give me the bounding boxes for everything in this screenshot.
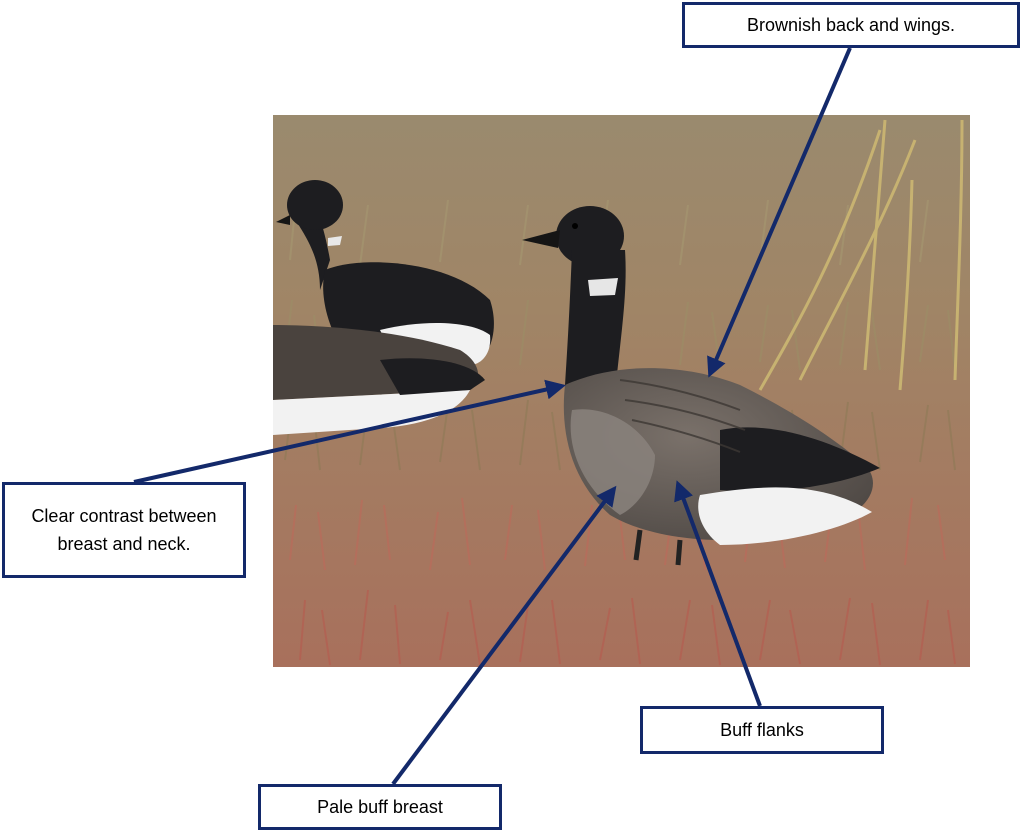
label-contrast: Clear contrast between breast and neck. — [2, 482, 246, 578]
arrow-contrast — [133, 379, 566, 484]
arrow-back-wings — [707, 47, 852, 378]
arrow-flanks — [674, 480, 762, 707]
tall-grass — [758, 119, 964, 391]
label-breast-text: Pale buff breast — [317, 797, 443, 817]
label-flanks-text: Buff flanks — [720, 720, 804, 740]
label-back-wings-text: Brownish back and wings. — [746, 15, 956, 35]
arrow-breast — [391, 485, 617, 786]
label-contrast-text: Clear contrast between breast and neck. — [31, 506, 217, 554]
label-flanks: Buff flanks — [640, 706, 884, 754]
label-back-wings: Brownish back and wings. — [682, 2, 1020, 48]
label-breast: Pale buff breast — [258, 784, 502, 830]
background-goose-2 — [273, 325, 485, 435]
main-goose — [522, 206, 880, 566]
annotation-arrows — [133, 47, 852, 786]
goose-photo — [273, 115, 970, 667]
